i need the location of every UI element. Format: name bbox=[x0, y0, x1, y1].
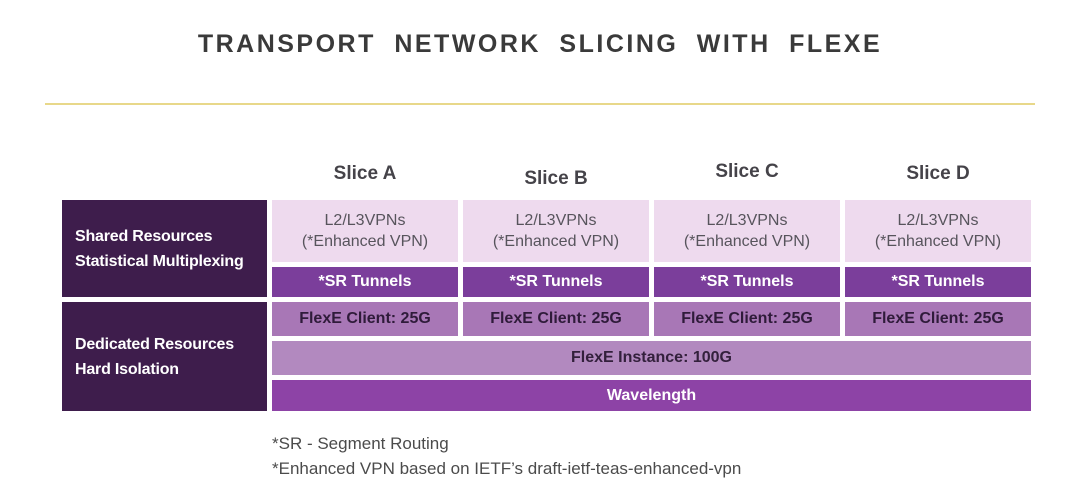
group-label-line2: Statistical Multiplexing bbox=[75, 252, 244, 270]
row-group-dedicated-resources: Dedicated Resources Hard Isolation bbox=[62, 302, 267, 411]
vpn-label-line1: L2/L3VPNs bbox=[324, 212, 406, 229]
vpn-label-line2: (*Enhanced VPN) bbox=[683, 233, 811, 250]
group-label-line1: Shared Resources bbox=[75, 227, 213, 245]
cell-sr-tunnels-slice-d: *SR Tunnels bbox=[845, 267, 1031, 297]
cell-flexe-client-slice-d: FlexE Client: 25G bbox=[845, 302, 1031, 336]
vpn-label-line2: (*Enhanced VPN) bbox=[874, 233, 1002, 250]
cell-sr-tunnels-slice-c: *SR Tunnels bbox=[654, 267, 840, 297]
cell-vpn-slice-a: L2/L3VPNs (*Enhanced VPN) bbox=[272, 200, 458, 262]
group-label-line1: Dedicated Resources bbox=[75, 335, 234, 353]
vpn-label-line2: (*Enhanced VPN) bbox=[301, 233, 429, 250]
cell-flexe-client-slice-c: FlexE Client: 25G bbox=[654, 302, 840, 336]
slicing-table: Slice A Slice B Slice C Slice D Shared R… bbox=[62, 155, 1031, 411]
cell-sr-tunnels-slice-a: *SR Tunnels bbox=[272, 267, 458, 297]
column-header-slice-a: Slice A bbox=[333, 163, 397, 184]
column-header-slice-c: Slice C bbox=[715, 161, 779, 182]
vpn-label-line1: L2/L3VPNs bbox=[897, 212, 979, 229]
cell-wavelength: Wavelength bbox=[272, 380, 1031, 411]
footnote-segment-routing: *SR - Segment Routing bbox=[272, 434, 449, 453]
accent-divider-line bbox=[45, 103, 1035, 105]
vpn-label-line1: L2/L3VPNs bbox=[706, 212, 788, 229]
vpn-label-line1: L2/L3VPNs bbox=[515, 212, 597, 229]
footnote-enhanced-vpn: *Enhanced VPN based on IETF’s draft-ietf… bbox=[272, 459, 742, 478]
cell-sr-tunnels-slice-b: *SR Tunnels bbox=[463, 267, 649, 297]
footnotes: *SR - Segment Routing *Enhanced VPN base… bbox=[272, 431, 741, 481]
page-title: TRANSPORT NETWORK SLICING WITH FLEXE bbox=[197, 30, 883, 58]
cell-vpn-slice-d: L2/L3VPNs (*Enhanced VPN) bbox=[845, 200, 1031, 262]
row-group-shared-resources: Shared Resources Statistical Multiplexin… bbox=[62, 200, 267, 297]
cell-flexe-instance: FlexE Instance: 100G bbox=[272, 341, 1031, 375]
cell-vpn-slice-b: L2/L3VPNs (*Enhanced VPN) bbox=[463, 200, 649, 262]
cell-flexe-client-slice-b: FlexE Client: 25G bbox=[463, 302, 649, 336]
cell-vpn-slice-c: L2/L3VPNs (*Enhanced VPN) bbox=[654, 200, 840, 262]
cell-flexe-client-slice-a: FlexE Client: 25G bbox=[272, 302, 458, 336]
column-header-slice-d: Slice D bbox=[906, 163, 970, 184]
group-label-line2: Hard Isolation bbox=[75, 360, 179, 378]
vpn-label-line2: (*Enhanced VPN) bbox=[492, 233, 620, 250]
column-header-slice-b: Slice B bbox=[524, 168, 588, 189]
